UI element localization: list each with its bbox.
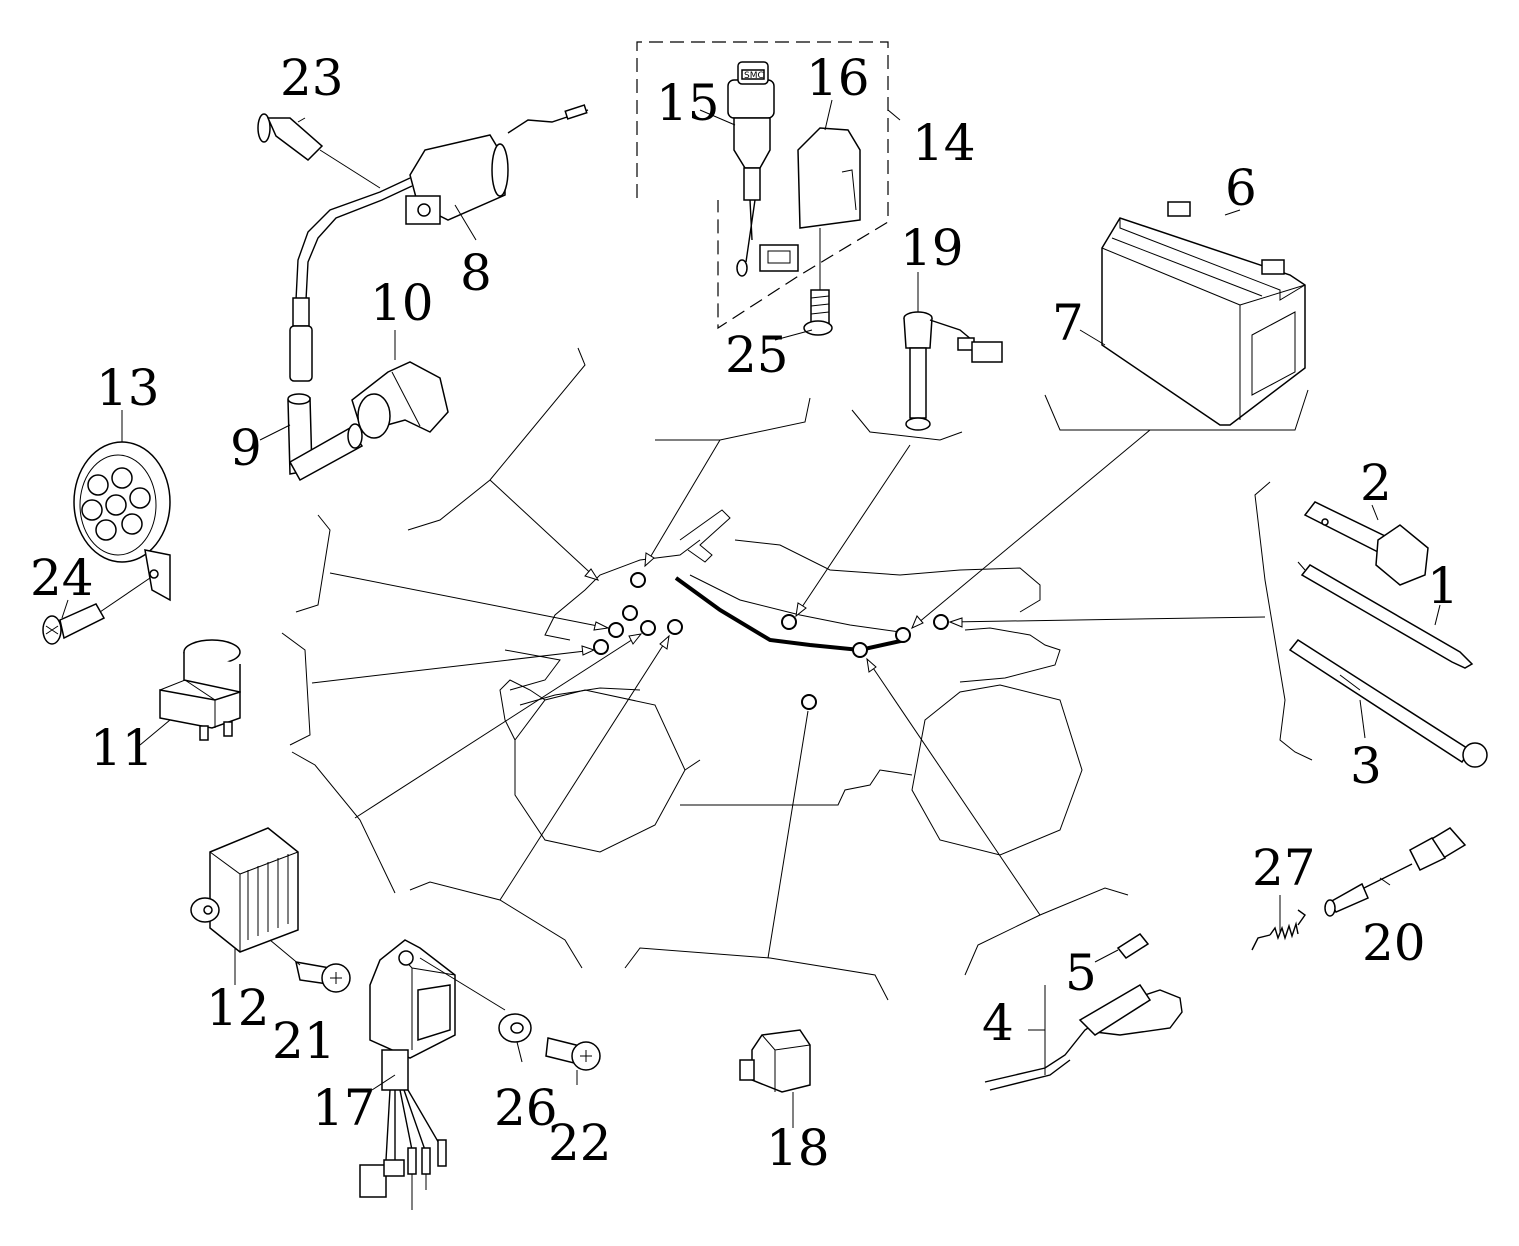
fuse	[1116, 933, 1150, 959]
label-21: 21	[272, 1012, 336, 1070]
label-23: 23	[280, 49, 344, 107]
spring	[1251, 909, 1306, 951]
switch-cover	[797, 127, 861, 229]
location-marker	[781, 614, 797, 630]
location-marker	[630, 572, 646, 588]
key-switch-kit-outline	[636, 41, 889, 330]
label-20: 20	[1362, 914, 1426, 972]
bracket-fuel-sensor	[851, 409, 963, 441]
location-marker	[622, 605, 638, 621]
atv-silhouette	[499, 509, 1083, 856]
label-3: 3	[1350, 737, 1382, 795]
bracket-regulator	[291, 751, 396, 894]
screwdriver	[1297, 561, 1474, 669]
label-27: 27	[1252, 839, 1316, 897]
fuel-level-sensor	[903, 311, 1003, 431]
cdi-unit	[359, 939, 456, 1210]
location-marker	[608, 622, 624, 638]
bracket-horn	[295, 514, 331, 613]
label-12: 12	[206, 979, 270, 1037]
bracket-relay	[281, 632, 311, 746]
label-25: 25	[725, 326, 789, 384]
location-marker	[933, 614, 949, 630]
location-marker	[801, 694, 817, 710]
voltage-regulator	[190, 827, 299, 953]
bracket-cdi	[409, 881, 583, 969]
location-marker	[640, 620, 656, 636]
label-1: 1	[1427, 557, 1459, 615]
label-11: 11	[90, 719, 154, 777]
location-marker	[895, 627, 911, 643]
starter-relay	[739, 1029, 811, 1120]
bracket-starter-relay	[624, 947, 889, 1001]
location-markers	[593, 572, 949, 710]
label-19: 19	[900, 219, 964, 277]
atv-body-outline	[499, 539, 1061, 806]
tool-handle	[1288, 639, 1488, 768]
label-8: 8	[460, 244, 492, 302]
label-9: 9	[230, 419, 262, 477]
label-15: 15	[656, 74, 720, 132]
battery	[1101, 201, 1306, 426]
leader-lines	[311, 429, 1266, 959]
flasher-relay	[159, 639, 241, 741]
label-14: 14	[912, 114, 976, 172]
bracket-battery	[1044, 389, 1309, 431]
screw-23	[257, 113, 381, 189]
label-6: 6	[1225, 159, 1257, 217]
label-leaders	[61, 99, 1441, 1128]
spark-plug-boot	[351, 361, 449, 439]
location-marker	[667, 619, 683, 635]
bracket-fuse	[964, 887, 1129, 976]
label-18: 18	[766, 1119, 830, 1177]
label-17: 17	[312, 1079, 376, 1137]
label-2: 2	[1360, 454, 1392, 512]
screw-24	[42, 577, 151, 645]
label-16: 16	[806, 49, 870, 107]
group-brackets	[281, 347, 1313, 1001]
label-24: 24	[30, 549, 94, 607]
label-7: 7	[1052, 294, 1084, 352]
ignition-coil	[289, 104, 589, 382]
spark-plug-cap	[287, 393, 364, 482]
fuse-holder	[984, 983, 1183, 1091]
screw-25	[803, 228, 833, 336]
label-26: 26	[494, 1079, 558, 1137]
bracket-tools	[1254, 481, 1313, 761]
location-marker	[852, 642, 868, 658]
key-marking: SMC	[744, 71, 764, 81]
speed-sensor	[1324, 827, 1467, 917]
washer-26	[419, 957, 532, 1043]
spark-plug-wrench	[1303, 501, 1429, 586]
label-13: 13	[96, 359, 160, 417]
location-marker	[593, 639, 609, 655]
handlebar	[679, 509, 731, 563]
label-10: 10	[370, 274, 434, 332]
bracket-key-switch	[655, 397, 811, 441]
label-4: 4	[982, 994, 1014, 1052]
label-22: 22	[548, 1114, 612, 1172]
label-5: 5	[1065, 944, 1097, 1002]
screw-21	[269, 939, 351, 993]
ignition-key-switch: SMC	[727, 61, 799, 277]
rear-wheel	[911, 684, 1083, 856]
part-number-labels: 1 2 3 4 5 6 7 8 9 10 11 12 13 14 15 16 1…	[30, 49, 1459, 1177]
seat	[674, 576, 906, 653]
screw-22	[545, 1037, 601, 1071]
horn	[73, 441, 171, 602]
front-wheel	[514, 689, 686, 853]
